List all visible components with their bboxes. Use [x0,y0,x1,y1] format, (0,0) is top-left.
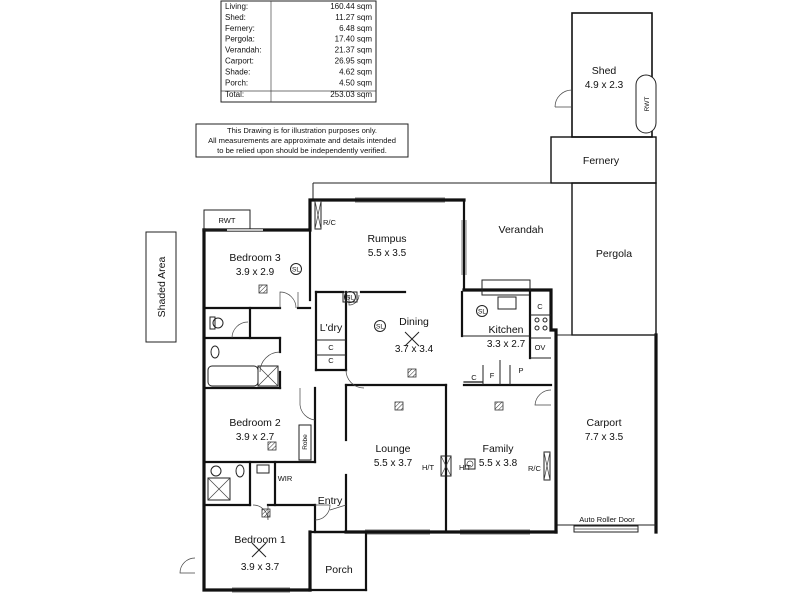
disclaimer-line-3: to be relied upon should be independentl… [217,146,387,155]
shower-icon [257,365,279,387]
shed: RWT Shed 4.9 x 2.3 [554,12,657,138]
fernery-name: Fernery [583,155,620,167]
fixtures [207,291,548,501]
disclaimer: This Drawing is for illustration purpose… [195,123,409,158]
area-row-value: 17.40 sqm [335,35,373,44]
sink-icon [497,296,517,310]
cupboard-label-kitchen: C [537,302,543,311]
kitchen-name: Kitchen [488,324,523,336]
pergola: Pergola [571,182,657,336]
shaded-area: Shaded Area [145,231,177,343]
area-row-value: 6.48 sqm [339,24,372,33]
oven-label: OV [535,343,546,352]
area-row-label: Shade: [225,67,250,76]
pantry-label: P [518,366,523,375]
area-row-label: Shed: [225,13,246,22]
ceiling-vents [258,284,504,518]
ht-label-lounge: H/T [422,463,435,472]
shaded-area-label: Shaded Area [156,256,168,317]
porch-name: Porch [325,564,353,576]
smoke-alarms: SL SL SL SL [290,263,488,332]
bedroom1-name: Bedroom 1 [234,534,286,546]
rumpus-size: 5.5 x 3.5 [368,248,407,259]
fridge-label: F [490,371,495,380]
rc-label-rumpus: R/C [323,218,337,227]
basin-icon [210,345,220,359]
bedroom2-name: Bedroom 2 [229,417,281,429]
verandah-outline: Verandah [312,182,551,236]
fernery: Fernery [550,136,657,184]
lounge-size: 5.5 x 3.7 [374,458,413,469]
area-row-value: 26.95 sqm [335,57,373,66]
rwt-label-bed3: RWT [219,216,236,225]
cupboard-label-1: C [328,343,334,352]
sl-label-4: SL [478,309,486,316]
area-row-value: 11.27 sqm [335,13,372,22]
bath-icon [207,365,259,387]
doors [179,291,552,574]
disclaimer-line-2: All measurements are approximate and det… [208,136,396,145]
ceiling-fans [251,331,420,558]
area-row-label: Verandah: [225,46,261,55]
area-row-value: 160.44 sqm [330,2,372,11]
auto-roller-door-label: Auto Roller Door [579,515,635,524]
interior-walls [202,228,553,534]
rumpus-name: Rumpus [367,233,406,245]
sl-label-1: SL [292,267,300,274]
cupboard-label-3: C [471,373,477,382]
rwt-label-shed: RWT [644,97,651,112]
carport-name: Carport [586,417,621,429]
area-row-value: 253.03 sqm [330,90,372,99]
shower-icon-ensuite [207,477,231,501]
disclaimer-line-1: This Drawing is for illustration purpose… [227,126,377,135]
rc-label-family: R/C [528,464,542,473]
verandah-name: Verandah [499,224,544,236]
rwt-tank: RWT [203,209,251,231]
lounge-name: Lounge [375,443,410,455]
laundry-name: L'dry [320,322,343,334]
carport-size: 7.7 x 3.5 [585,432,624,443]
toilet-icon [212,317,224,329]
area-row-label: Fernery: [225,24,255,33]
area-row-value: 4.50 sqm [339,78,372,87]
sl-label-2: SL [346,295,354,302]
area-row-label: Total: [225,90,244,99]
family-name: Family [483,443,515,455]
area-row-value: 21.37 sqm [335,46,373,55]
robe-label: Robe [302,434,309,450]
area-row-label: Living: [225,2,248,11]
area-row-label: Carport: [225,57,254,66]
dining-size: 3.7 x 3.4 [395,344,434,355]
dining-name: Dining [399,316,429,328]
bedroom3-name: Bedroom 3 [229,252,281,264]
shed-size: 4.9 x 2.3 [585,80,624,91]
carport: Carport 7.7 x 3.5 Auto Roller Door [556,333,658,534]
wir-label: WIR [278,474,293,483]
family-size: 5.5 x 3.8 [479,458,518,469]
area-row-label: Pergola: [225,35,255,44]
entry-name: Entry [318,495,343,507]
kitchen-size: 3.3 x 2.7 [487,339,526,350]
area-row-label: Porch: [225,78,248,87]
pergola-name: Pergola [596,248,632,260]
shed-name: Shed [592,65,617,77]
bedroom3-size: 3.9 x 2.9 [236,267,275,278]
bedroom2-size: 3.9 x 2.7 [236,432,275,443]
toilet-icon-ensuite [210,465,222,477]
sl-label-3: SL [376,324,384,331]
bedroom1-size: 3.9 x 3.7 [241,562,280,573]
area-row-value: 4.62 sqm [339,67,372,76]
cabinet-labels: C C C OV C F P Robe WIR [278,302,546,483]
rc-units: R/C R/C [314,200,551,481]
heaters: H/T H/T [422,455,476,477]
cupboard-label-2: C [328,356,334,365]
windows [227,197,530,593]
porch [308,530,368,592]
room-labels: Rumpus 5.5 x 3.5 Bedroom 3 3.9 x 2.9 L'd… [229,233,525,576]
